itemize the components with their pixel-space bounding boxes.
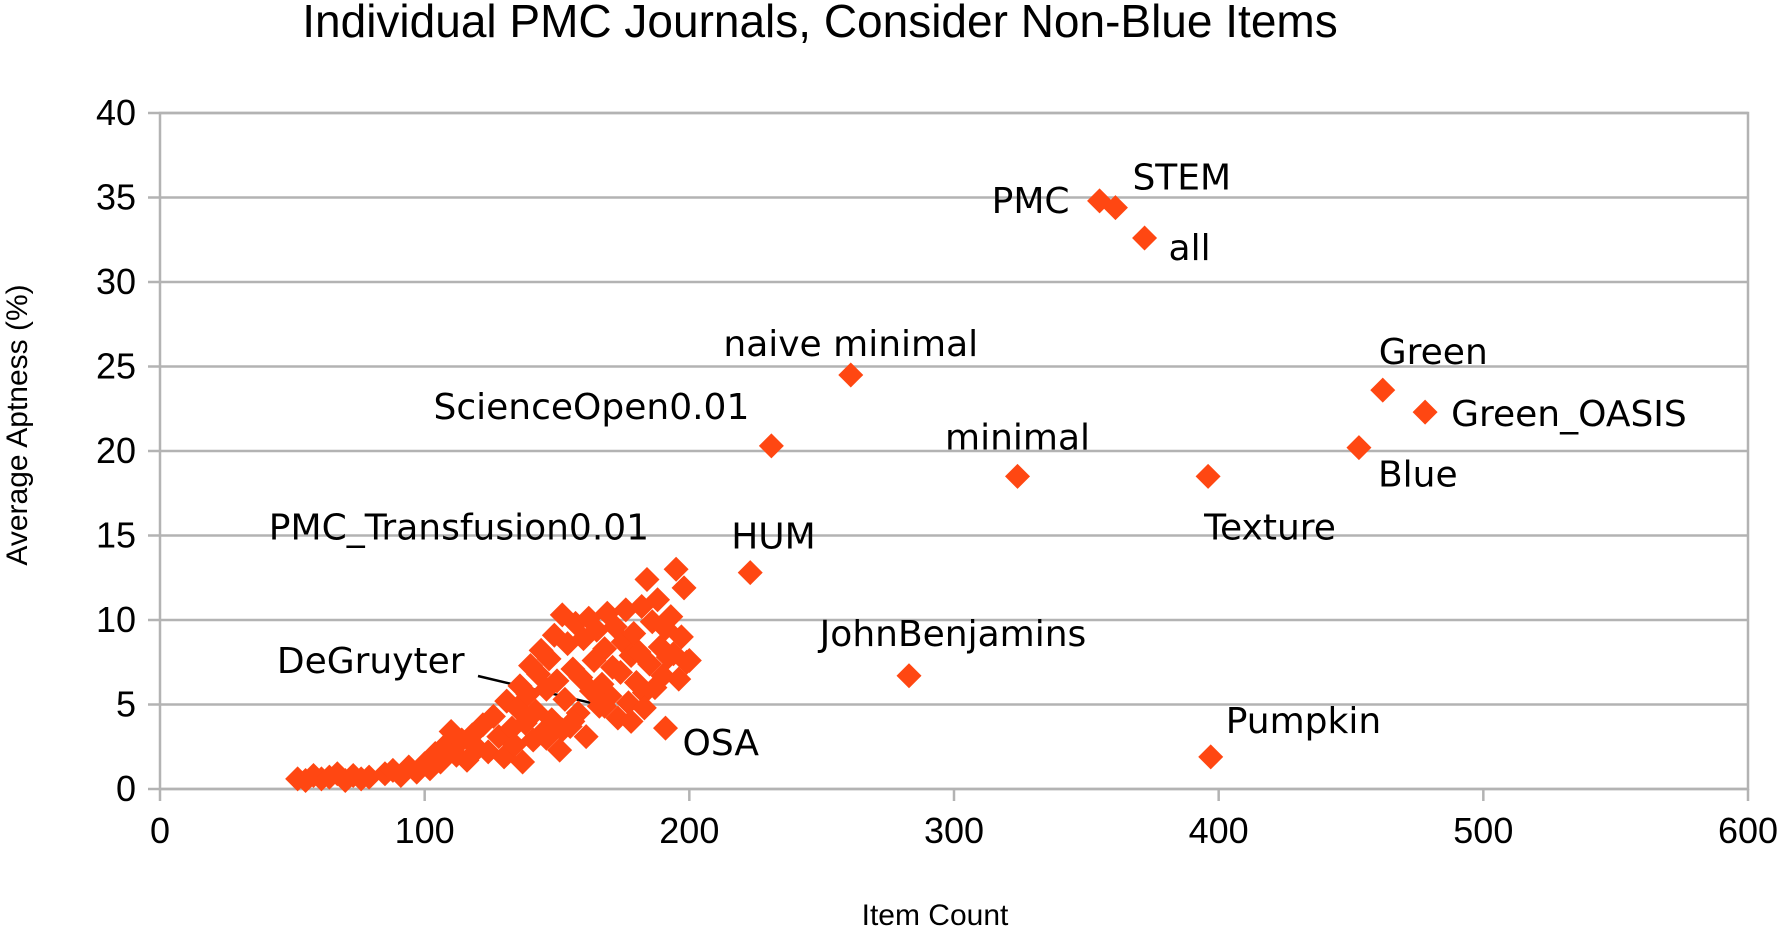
labeled-point <box>663 556 689 582</box>
x-tick-label: 600 <box>1718 810 1778 851</box>
point-label: Green <box>1379 332 1488 373</box>
x-tick-label: 400 <box>1189 810 1249 851</box>
labeled-point <box>737 560 763 586</box>
cluster-point <box>536 646 562 672</box>
y-tick-label: 30 <box>96 261 136 302</box>
labeled-point <box>1005 463 1031 489</box>
y-tick-label: 20 <box>96 430 136 471</box>
point-label: Texture <box>1203 507 1336 548</box>
cluster-point <box>621 621 647 647</box>
point-label: all <box>1169 228 1211 269</box>
data-points <box>285 188 1438 794</box>
point-label: ScienceOpen0.01 <box>434 387 750 428</box>
chart-title: Individual PMC Journals, Consider Non-Bl… <box>302 0 1337 47</box>
labeled-point <box>1132 225 1158 251</box>
labeled-point <box>1412 399 1438 425</box>
x-axis-label: Item Count <box>862 899 1009 932</box>
y-tick-label: 25 <box>96 346 136 387</box>
x-tick-label: 100 <box>395 810 455 851</box>
labeled-point <box>758 433 784 459</box>
y-axis-label: Average Aptness (%) <box>1 284 34 565</box>
y-tick-label: 15 <box>96 515 136 556</box>
cluster-point <box>480 703 506 729</box>
cluster-point <box>549 717 575 743</box>
y-tick-label: 10 <box>96 599 136 640</box>
labeled-point <box>1102 195 1128 221</box>
cluster-point <box>645 587 671 613</box>
cluster-point <box>631 695 657 721</box>
cluster-point <box>608 659 634 685</box>
cluster-point <box>547 737 573 763</box>
labeled-point <box>838 362 864 388</box>
cluster-point <box>658 604 684 630</box>
cluster-point <box>668 624 694 650</box>
y-tick-label: 5 <box>116 684 136 725</box>
point-label: PMC <box>992 181 1070 222</box>
point-label: HUM <box>731 517 815 558</box>
cluster-point <box>584 617 610 643</box>
cluster-point <box>671 575 697 601</box>
cluster-point <box>552 686 578 712</box>
point-label: OSA <box>683 723 760 764</box>
labeled-point <box>592 693 618 719</box>
cluster-point <box>618 708 644 734</box>
labeled-point <box>1195 463 1221 489</box>
labeled-point <box>1370 377 1396 403</box>
point-label: DeGruyter <box>277 641 465 682</box>
x-tick-label: 0 <box>150 810 170 851</box>
cluster-point <box>544 668 570 694</box>
point-label: naive minimal <box>723 324 978 365</box>
x-tick-label: 200 <box>659 810 719 851</box>
y-tick-label: 0 <box>116 768 136 809</box>
point-label: PMC_Transfusion0.01 <box>269 507 649 548</box>
point-label: Green_OASIS <box>1451 394 1687 435</box>
cluster-point <box>637 651 663 677</box>
x-tick-label: 300 <box>924 810 984 851</box>
cluster-point <box>676 648 702 674</box>
labeled-point <box>653 715 679 741</box>
cluster-point <box>510 749 536 775</box>
labeled-point <box>896 663 922 689</box>
point-label: Pumpkin <box>1226 701 1381 742</box>
labeled-point <box>1346 435 1372 461</box>
cluster-point <box>634 566 660 592</box>
point-label: minimal <box>945 417 1090 458</box>
y-tick-label: 35 <box>96 177 136 218</box>
x-tick-label: 500 <box>1453 810 1513 851</box>
labeled-point <box>1198 744 1224 770</box>
point-label: JohnBenjamins <box>818 614 1087 655</box>
cluster-point <box>592 636 618 662</box>
point-label: Blue <box>1378 455 1458 496</box>
cluster-point <box>573 724 599 750</box>
point-label: STEM <box>1132 158 1231 199</box>
y-tick-label: 40 <box>96 92 136 133</box>
